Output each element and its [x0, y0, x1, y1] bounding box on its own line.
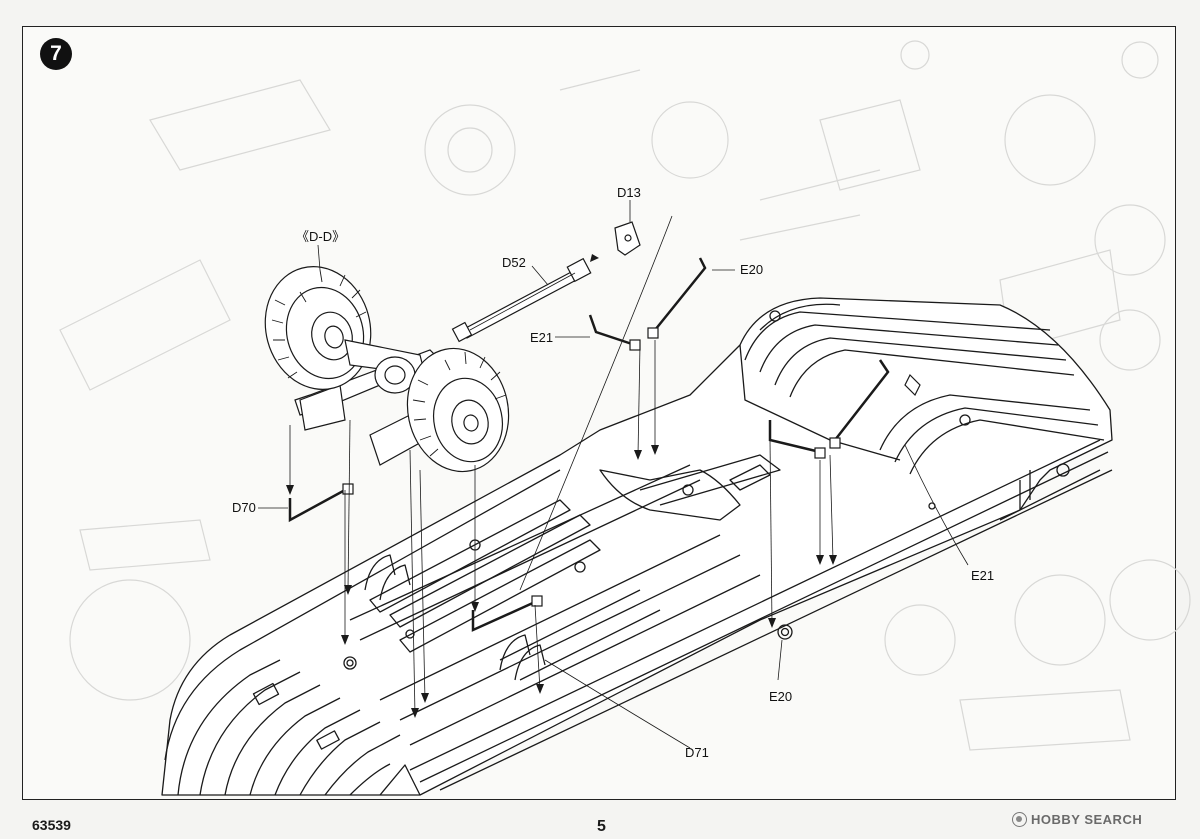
kit-number: 63539	[32, 817, 71, 833]
drive-shaft-d52	[451, 257, 592, 343]
watermark-logo-icon	[1012, 812, 1027, 827]
leader-lines	[258, 200, 969, 749]
callout-assembly-d-d: 《D-D》	[296, 229, 346, 244]
callout-e20-bottom: E20	[769, 689, 793, 704]
callout-e20-top: E20	[740, 262, 764, 277]
link-rods	[288, 257, 921, 632]
callout-d71: D71	[685, 745, 709, 760]
plate-d13	[614, 221, 641, 256]
page-number: 5	[597, 818, 606, 835]
callout-d52: D52	[502, 255, 526, 270]
callout-e21-left: E21	[530, 330, 554, 345]
callout-d13: D13	[617, 185, 641, 200]
hull-underside	[161, 297, 1113, 796]
watermark-text: HOBBY SEARCH	[1031, 812, 1143, 827]
step-number-badge: 7	[40, 38, 72, 70]
axle-assembly-d-d	[264, 266, 510, 473]
callout-e21-right: E21	[971, 568, 995, 583]
callout-d70: D70	[232, 500, 256, 515]
left-tire	[264, 266, 372, 390]
watermark: HOBBY SEARCH	[1012, 812, 1142, 827]
arrow-heads	[286, 254, 837, 718]
right-tire	[406, 347, 510, 473]
bleed-through-ghost	[59, 40, 1191, 751]
